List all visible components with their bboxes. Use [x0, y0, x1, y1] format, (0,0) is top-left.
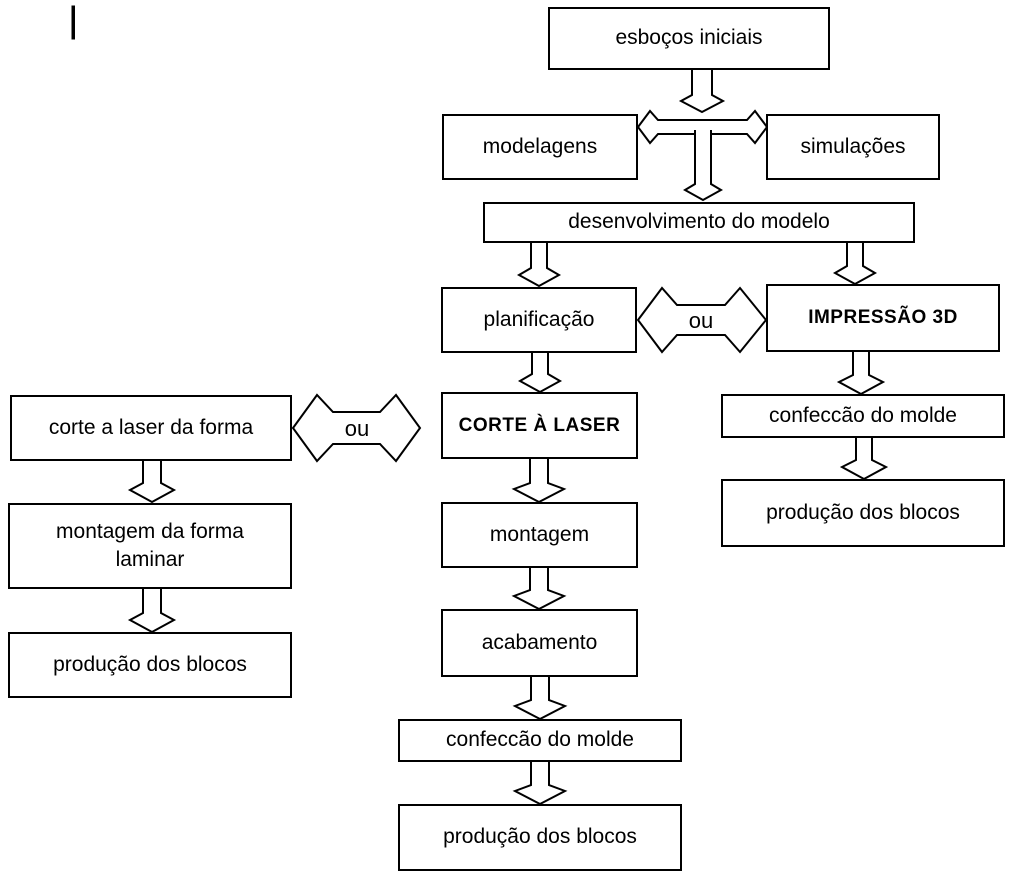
arrow-montagemforma-to-producao-esq: [127, 589, 177, 634]
double-arrow-ou-left: [291, 393, 422, 463]
node-corte-a-laser-da-forma: corte a laser da forma: [10, 395, 292, 461]
node-modelagens: modelagens: [442, 114, 638, 180]
arrow-confeccao-to-producao-dir: [839, 437, 889, 481]
arrow-corteforma-to-montagemforma: [127, 461, 177, 504]
arrow-confeccao-to-producao-centro: [512, 761, 568, 806]
arrow-montagem-to-acabamento: [511, 567, 567, 611]
node-producao-dos-blocos-direita: produção dos blocos: [721, 479, 1005, 547]
arrow-planificacao-to-corte: [517, 352, 563, 394]
node-acabamento: acabamento: [441, 609, 638, 677]
node-corte-a-laser: CORTE À LASER: [441, 392, 638, 459]
node-producao-dos-blocos-esquerda: produção dos blocos: [8, 632, 292, 698]
node-impressao-3d: IMPRESSÃO 3D: [766, 284, 1000, 352]
ou-label-left: ou: [344, 416, 370, 441]
node-confeccao-do-molde-direita: confeccão do molde: [721, 394, 1005, 438]
arrow-corte-to-montagem: [511, 459, 567, 504]
text-cursor-mark: [71, 5, 75, 40]
node-montagem-da-forma-laminar: montagem da forma laminar: [8, 503, 292, 589]
node-planificacao: planificação: [441, 287, 637, 353]
arrow-esbocos-to-split: [678, 70, 726, 114]
arrow-acabamento-to-confeccao: [512, 676, 568, 721]
node-desenvolvimento-do-modelo: desenvolvimento do modelo: [483, 202, 915, 243]
node-esbocos-iniciais: esboços iniciais: [548, 7, 830, 70]
arrow-split-to-desenvolvimento: [683, 130, 723, 202]
node-simulacoes: simulações: [766, 114, 940, 180]
node-montagem: montagem: [441, 502, 638, 568]
node-confeccao-do-molde-centro: confeccão do molde: [398, 719, 682, 762]
arrow-desenvolvimento-to-impressao3d: [832, 242, 878, 286]
arrow-desenvolvimento-to-planificacao: [516, 242, 562, 288]
node-producao-dos-blocos-centro: produção dos blocos: [398, 804, 682, 871]
ou-label-center: ou: [688, 308, 714, 333]
arrow-impressao-to-confeccao-dir: [836, 351, 886, 396]
